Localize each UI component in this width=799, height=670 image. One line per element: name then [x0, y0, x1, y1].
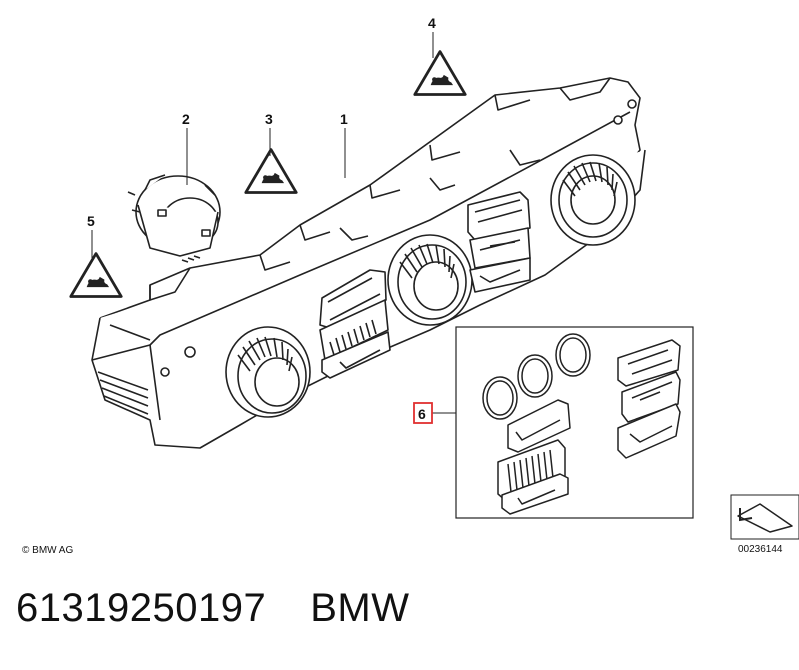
diagram-id-label: 00236144	[738, 544, 783, 555]
orientation-arrow-icon	[730, 494, 799, 540]
climate-control-panel[interactable]	[91, 77, 646, 449]
callout-6-highlight	[413, 402, 433, 424]
knob-bezel-ring[interactable]	[127, 174, 221, 263]
esd-warning-icon-5	[69, 251, 123, 299]
esd-warning-icon-3	[244, 147, 298, 195]
brand-name: BMW	[310, 586, 410, 630]
callout-3[interactable]: 3	[265, 111, 273, 127]
callout-1[interactable]: 1	[340, 111, 348, 127]
part-number-footer: 61319250197 BMW	[16, 586, 409, 631]
leader-lines	[91, 32, 434, 258]
button-kit-box[interactable]	[432, 326, 694, 519]
esd-warning-icon-4	[413, 49, 467, 97]
part-number: 61319250197	[16, 586, 267, 630]
callout-6[interactable]: 6	[418, 406, 426, 422]
callout-5[interactable]: 5	[87, 213, 95, 229]
callout-4[interactable]: 4	[428, 15, 436, 31]
callout-2[interactable]: 2	[182, 111, 190, 127]
copyright-label: © BMW AG	[22, 545, 73, 556]
